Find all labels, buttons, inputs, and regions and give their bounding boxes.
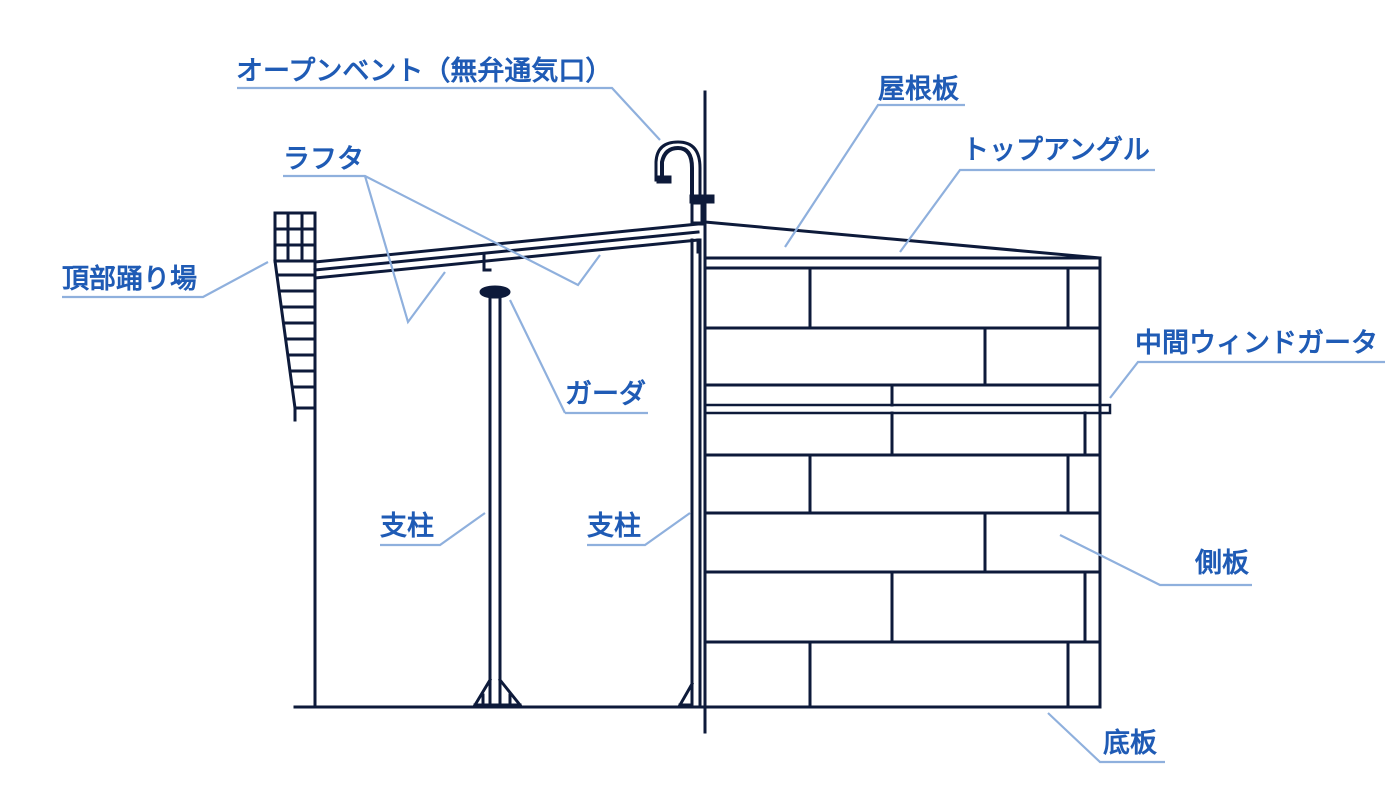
top-platform (273, 211, 317, 709)
label-top-platform: 頂部踊り場 (62, 264, 197, 295)
leader-girder (509, 299, 648, 415)
center-column (677, 238, 702, 708)
label-open-vent: オープンベント（無弁通気口） (236, 56, 613, 87)
label-girder: ガーダ (565, 379, 646, 410)
leader-wind-girder (1109, 360, 1385, 399)
leader-shell-plate (1059, 534, 1252, 587)
label-top-angle: トップアングル (962, 135, 1150, 166)
leader-column-inner (380, 512, 486, 547)
leader-top-angle (899, 168, 1155, 253)
leader-rafter (283, 174, 601, 287)
shell-courses (703, 326, 1102, 644)
label-bottom-plate: 底板 (1103, 728, 1157, 759)
label-wind-girder: 中間ウィンドガータ (1135, 328, 1378, 359)
girder-head (479, 285, 511, 299)
label-rafter: ラフタ (283, 144, 364, 175)
open-vent (654, 140, 715, 225)
roof-plate-line (703, 220, 1102, 260)
shell-joints (808, 266, 1087, 709)
label-column-inner: 支柱 (380, 511, 434, 542)
girder-cap (482, 254, 492, 272)
shell-outline (703, 256, 1102, 709)
inner-column (472, 293, 523, 708)
label-column-outer: 支柱 (587, 511, 641, 542)
leader-bottom-plate (1047, 712, 1165, 764)
leader-roof-plate (784, 103, 965, 248)
leader-top-platform (62, 261, 269, 299)
label-shell-plate: 側板 (1195, 548, 1249, 579)
wind-girder (703, 403, 1112, 415)
rafters (313, 222, 707, 280)
label-roof-plate: 屋根板 (878, 74, 959, 105)
leader-rafter-2 (363, 175, 446, 325)
leader-column-outer (587, 512, 691, 547)
leader-open-vent (237, 86, 661, 141)
